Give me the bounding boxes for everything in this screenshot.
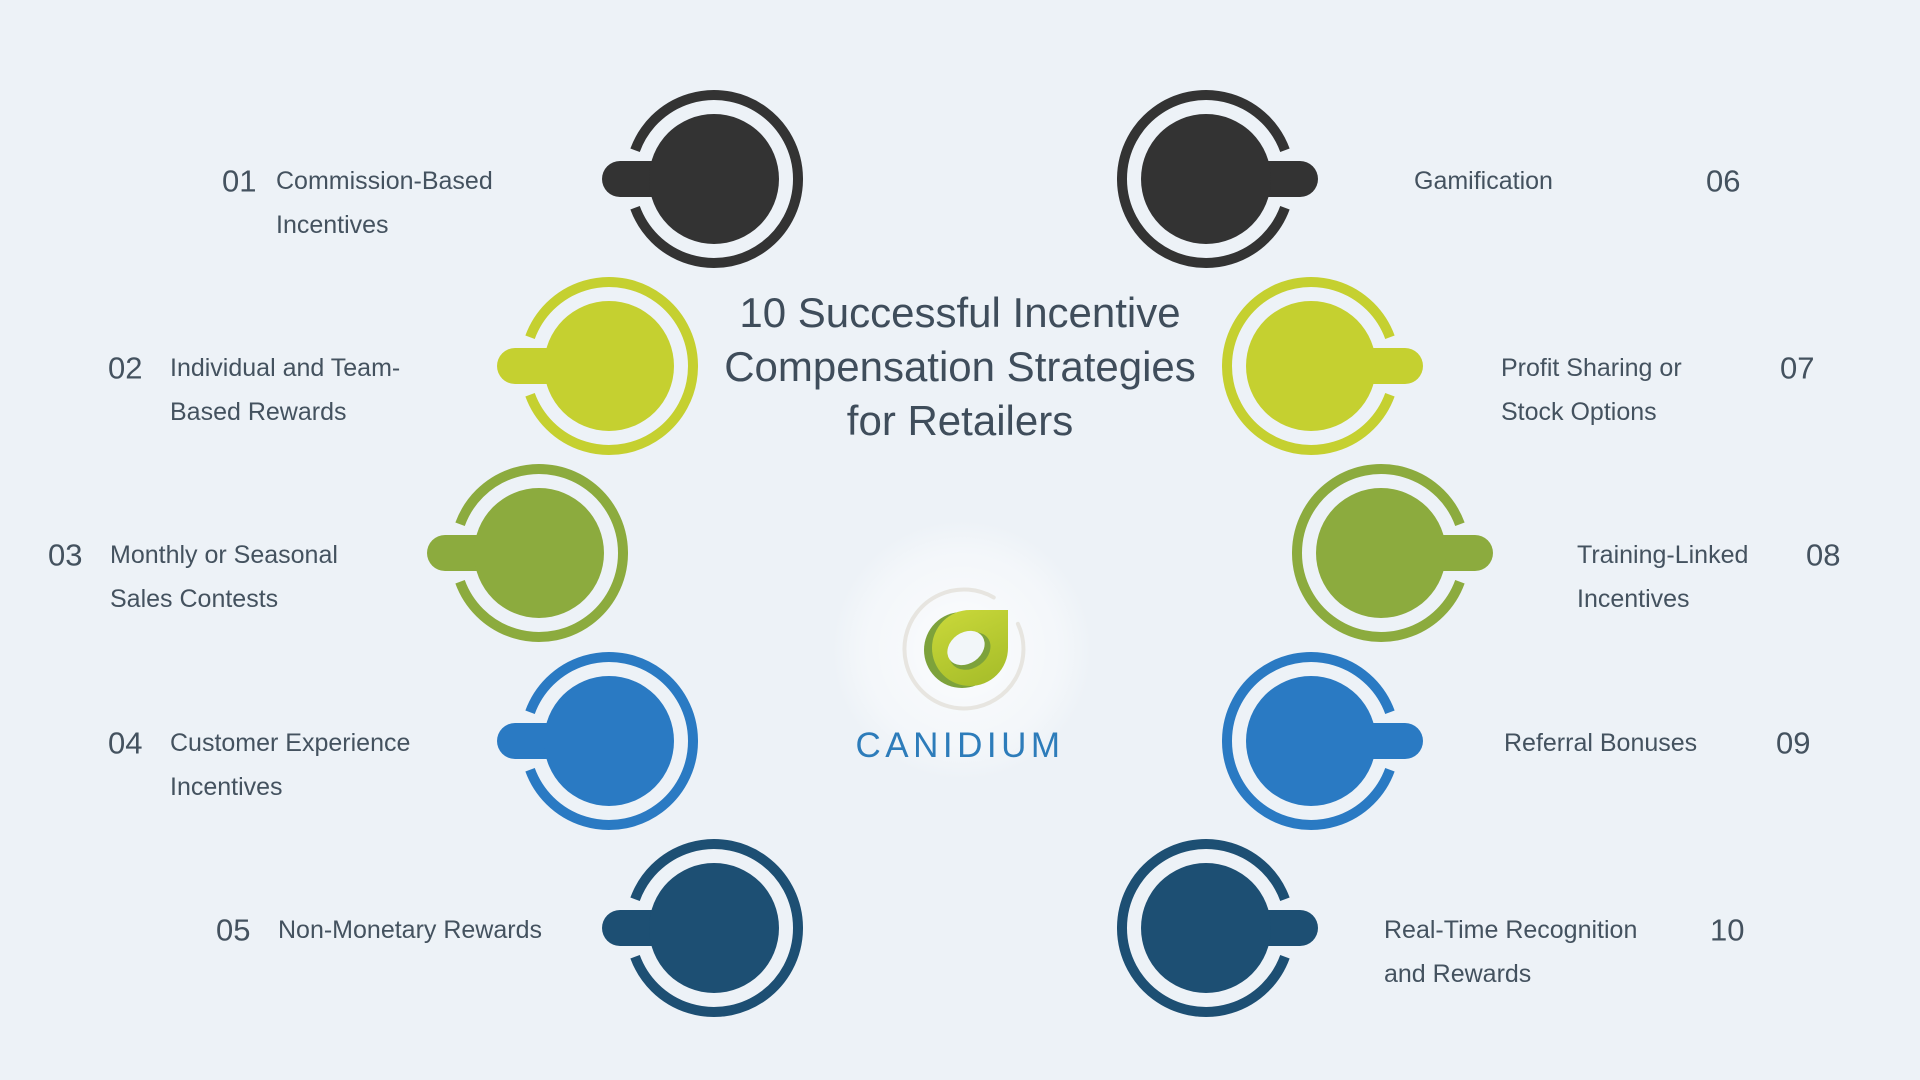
strategy-label-line: Incentives: [276, 211, 389, 239]
strategy-label-line: Profit Sharing or: [1501, 354, 1682, 382]
strategy-number: 02: [108, 350, 143, 386]
strategy-label: Profit Sharing or Stock Options: [1501, 346, 1682, 434]
strategy-marker-icon: [1292, 464, 1493, 642]
strategy-label-line: and Rewards: [1384, 960, 1532, 988]
strategy-number: 04: [108, 725, 143, 761]
title-line-2: Compensation Strategies: [724, 343, 1196, 390]
strategy-marker-icon: [497, 652, 698, 830]
strategy-label-line: Based Rewards: [170, 398, 347, 426]
strategy-label-line: Non-Monetary Rewards: [278, 916, 542, 944]
strategy-number: 07: [1780, 350, 1815, 386]
strategy-label: Non-Monetary Rewards: [278, 908, 542, 952]
brand-wordmark: CANIDIUM: [855, 726, 1065, 765]
strategy-label: Individual and Team- Based Rewards: [170, 346, 400, 434]
strategy-number: 03: [48, 537, 83, 573]
strategy-number: 01: [222, 163, 257, 199]
strategy-number: 10: [1710, 912, 1745, 948]
strategy-marker-icon: [1117, 90, 1318, 268]
strategy-label-line: Gamification: [1414, 167, 1553, 195]
title-line-1: 10 Successful Incentive: [739, 289, 1181, 336]
strategy-marker-icon: [602, 90, 803, 268]
strategy-label-line: Individual and Team-: [170, 354, 401, 382]
strategy-marker-icon: [1117, 839, 1318, 1017]
strategy-label-line: Sales Contests: [110, 585, 279, 613]
strategy-marker-icon: [497, 277, 698, 455]
infographic-title: 10 Successful Incentive Compensation Str…: [660, 286, 1260, 448]
strategy-label-line: Referral Bonuses: [1504, 729, 1698, 757]
strategy-label-line: Commission-Based: [276, 167, 493, 195]
strategy-label-line: Incentives: [170, 773, 283, 801]
strategy-marker-icon: [602, 839, 803, 1017]
strategy-label-line: Incentives: [1577, 585, 1690, 613]
strategy-label-line: Stock Options: [1501, 398, 1657, 426]
strategy-number: 09: [1776, 725, 1811, 761]
strategy-number: 05: [216, 912, 251, 948]
strategy-label: Gamification: [1414, 159, 1553, 203]
strategy-label: Real-Time Recognition and Rewards: [1384, 908, 1637, 996]
logo-arc-icon: [902, 587, 1026, 711]
strategy-label-line: Training-Linked: [1577, 541, 1749, 569]
strategy-label: Referral Bonuses: [1504, 721, 1697, 765]
strategy-marker-icon: [1222, 652, 1423, 830]
strategy-number: 06: [1706, 163, 1741, 199]
strategy-marker-icon: [427, 464, 628, 642]
strategy-label-line: Monthly or Seasonal: [110, 541, 338, 569]
strategy-label-line: Customer Experience: [170, 729, 411, 757]
strategy-number: 08: [1806, 537, 1841, 573]
strategy-label-line: Real-Time Recognition: [1384, 916, 1638, 944]
title-line-3: for Retailers: [846, 397, 1074, 444]
strategy-marker-icon: [1222, 277, 1423, 455]
